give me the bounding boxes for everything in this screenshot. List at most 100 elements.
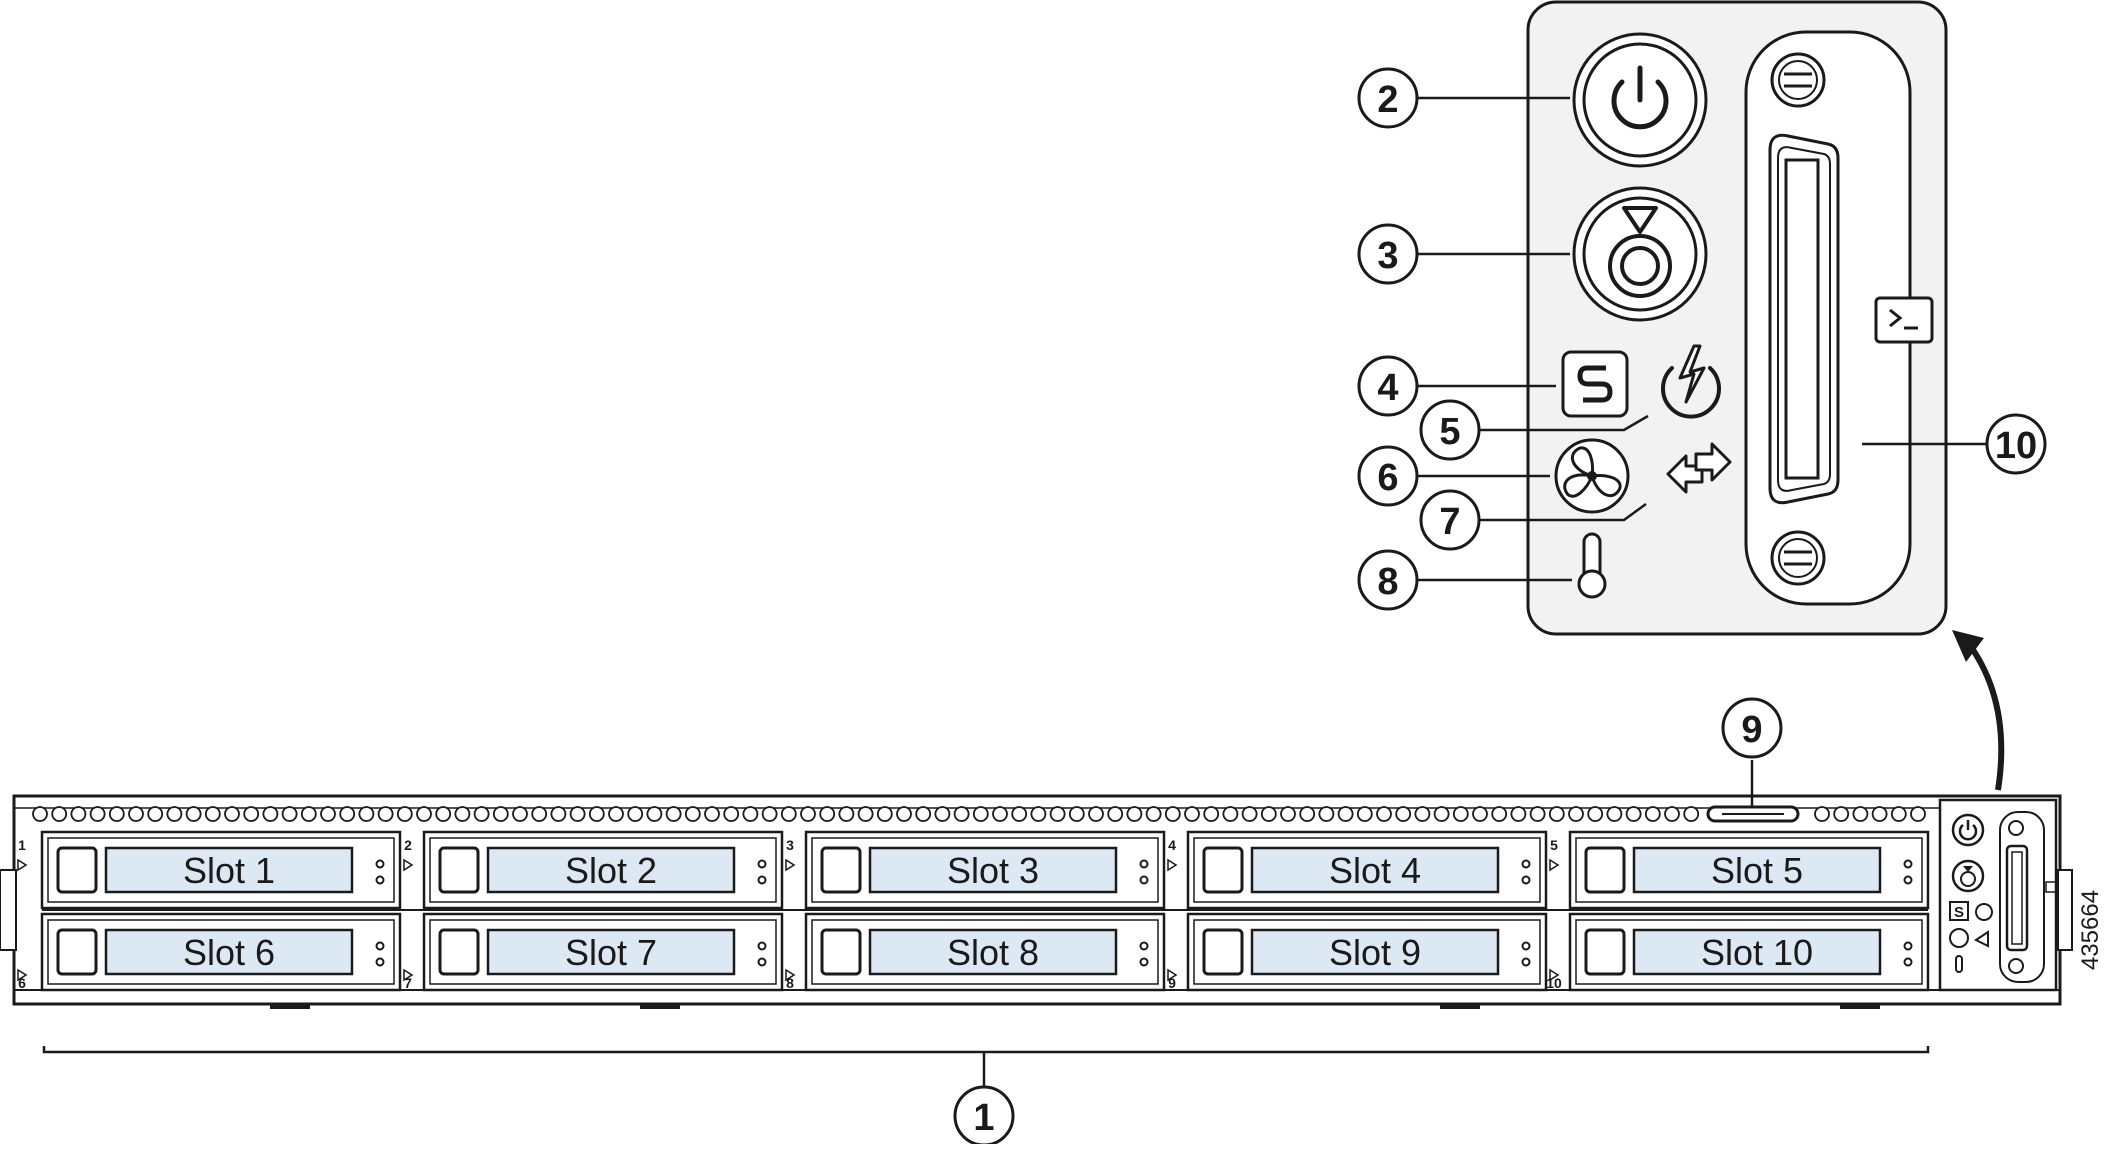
slot-label: Slot 7 [565, 932, 657, 973]
vent-hole [1890, 806, 1907, 822]
drive-bay-3[interactable]: Slot 33 [785, 830, 1166, 910]
vent-hole [896, 806, 912, 822]
drive-fault-led-icon [1903, 875, 1913, 885]
vent-hole [1529, 806, 1546, 822]
slot-label-box [868, 928, 1118, 976]
drive-latch-icon[interactable] [438, 846, 480, 894]
callout-2: 2 [1357, 67, 1419, 129]
drive-activity-led-icon [1521, 859, 1531, 869]
vent-hole [1203, 806, 1220, 822]
drive-fault-led-icon [375, 875, 385, 885]
chassis-control-panel: S [1938, 798, 2059, 992]
bay-number-mark: 6 [18, 975, 26, 991]
drive-fault-led-icon [375, 957, 385, 967]
drive-latch-icon[interactable] [1202, 928, 1244, 976]
drive-latch-icon[interactable] [820, 846, 862, 894]
drive-tray-inner [1575, 837, 1923, 903]
drive-bay-2[interactable]: Slot 22 [403, 830, 784, 910]
drive-activity-led-icon [1139, 941, 1149, 951]
callout-7: 7 [1419, 489, 1481, 551]
chassis-foot [640, 1004, 680, 1009]
vent-hole [704, 806, 720, 822]
vent-hole [262, 806, 279, 822]
vent-hole [358, 806, 375, 822]
vent-hole [1049, 806, 1066, 822]
bay-number-mark: 7 [404, 975, 412, 991]
drive-activity-led-icon [375, 941, 385, 951]
bay-arrow-icon [1549, 858, 1560, 872]
drive-tray-inner [1193, 837, 1541, 903]
vent-hole [1145, 806, 1162, 822]
callout-10: 10 [1985, 413, 2047, 475]
vent-hole [1814, 806, 1830, 822]
leader-5 [1480, 414, 1649, 432]
callout-6: 6 [1357, 445, 1419, 507]
drive-latch-icon[interactable] [56, 928, 98, 976]
svg-text:8: 8 [1377, 561, 1398, 603]
small-unit-id-button-icon[interactable] [1951, 859, 1985, 893]
small-kvm-connector-icon [1999, 811, 2059, 983]
drive-latch-icon[interactable] [820, 928, 862, 976]
drive-bay-9[interactable]: Slot 99 [1167, 912, 1548, 992]
left-rack-ear [0, 869, 17, 951]
drive-activity-led-icon [375, 859, 385, 869]
vent-hole [972, 806, 989, 822]
vent-hole [1318, 806, 1335, 822]
vent-hole [1030, 806, 1047, 822]
callout-bubbles: 1 2 3 4 5 6 7 8 9 10 [953, 67, 2047, 1147]
system-status-icon [1561, 350, 1629, 418]
vent-hole [435, 806, 452, 822]
drive-fault-led-icon [757, 875, 767, 885]
control-panel-detail [1526, 0, 1948, 636]
vent-hole [1587, 806, 1604, 822]
drive-bay-7[interactable]: Slot 7 7 [403, 912, 784, 992]
ventilation-grille [32, 806, 1926, 822]
drive-bay-4[interactable]: Slot 44 [1167, 830, 1548, 910]
slot-label-box [1250, 846, 1500, 894]
drive-tray-inner [47, 837, 395, 903]
svg-text:10: 10 [1995, 425, 2037, 467]
bay-arrow-icon [403, 858, 414, 872]
vent-hole [550, 806, 567, 822]
drive-bay-5[interactable]: Slot 55 [1549, 830, 1930, 910]
drive-fault-led-icon [1139, 875, 1149, 885]
drive-latch-icon[interactable] [1202, 846, 1244, 894]
small-power-button-icon[interactable] [1951, 813, 1985, 847]
drive-activity-led-icon [1903, 859, 1913, 869]
vent-hole [396, 806, 413, 822]
vent-hole [876, 806, 893, 822]
vent-hole [1871, 806, 1888, 822]
vent-hole [1222, 806, 1239, 822]
slot-label: Slot 4 [1329, 850, 1421, 891]
vent-hole [204, 806, 221, 822]
svg-text:2: 2 [1377, 79, 1398, 121]
drive-bay-1[interactable]: Slot 11 [17, 830, 402, 910]
bay-arrow-icon [785, 858, 796, 872]
small-status-glyph: S [1954, 904, 1964, 921]
drive-activity-led-icon [1521, 941, 1531, 951]
drive-bay-8[interactable]: Slot 88 [785, 912, 1166, 992]
svg-text:3: 3 [1377, 235, 1398, 277]
vent-hole [1395, 806, 1412, 822]
drive-tray-inner [1193, 919, 1541, 985]
drive-tray-inner [811, 919, 1159, 985]
drive-latch-icon[interactable] [1584, 928, 1626, 976]
drive-bay-6[interactable]: Slot 66 [17, 912, 402, 992]
vent-hole [1491, 806, 1508, 822]
callout-leaders [42, 96, 1988, 1090]
drive-latch-icon[interactable] [438, 928, 480, 976]
pull-out-asset-tag-icon[interactable] [1706, 805, 1800, 823]
slot-label: Slot 10 [1701, 932, 1813, 973]
drive-tray-inner [1575, 919, 1923, 985]
slot-label-box [486, 928, 736, 976]
vent-hole [492, 806, 509, 822]
drive-latch-icon[interactable] [56, 846, 98, 894]
vent-hole [1011, 806, 1028, 822]
slot-label-box [868, 846, 1118, 894]
unit-id-button-icon [1572, 186, 1708, 322]
vent-hole [185, 806, 202, 822]
callout-1: 1 [953, 1085, 1015, 1147]
drive-latch-icon[interactable] [1584, 846, 1626, 894]
